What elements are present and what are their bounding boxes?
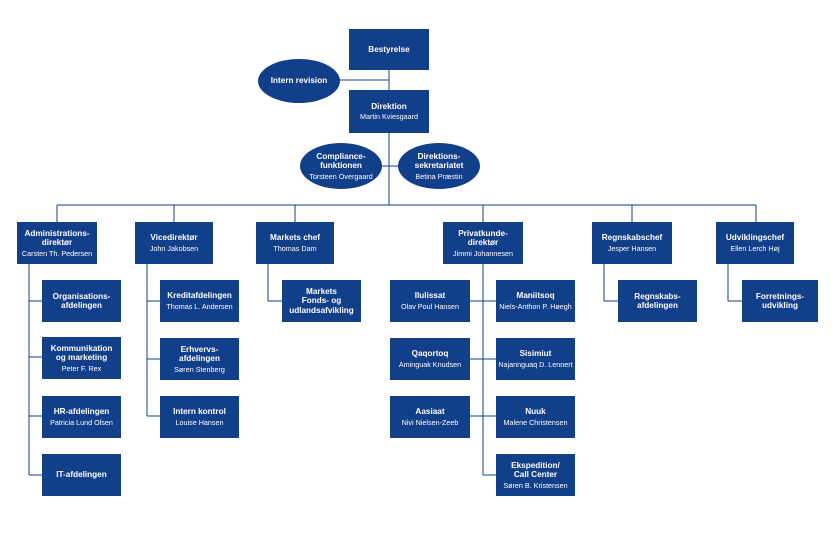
unit-ilulissat: Ilulissat Olav Poul Hansen bbox=[390, 280, 470, 322]
unit-person: Louise Hansen bbox=[175, 417, 224, 427]
unit-person: Søren Stenberg bbox=[174, 364, 225, 374]
unit-business: Erhvervs- afdelingen Søren Stenberg bbox=[160, 338, 239, 380]
dept-accounting: Regnskabschef Jesper Hansen bbox=[592, 222, 672, 264]
management-title: Direktion bbox=[371, 101, 407, 111]
unit-credit: Kreditafdelingen Thomas L. Andersen bbox=[160, 280, 239, 322]
unit-title: Erhvervs- afdelingen bbox=[179, 344, 220, 364]
dept-person: John Jakobsen bbox=[149, 243, 199, 253]
unit-person: Najannguaq D. Lennert bbox=[498, 359, 573, 369]
dept-title: Privatkunde- direktør bbox=[458, 228, 508, 248]
dept-title: Markets chef bbox=[269, 233, 321, 243]
unit-title: IT-afdelingen bbox=[56, 470, 107, 480]
dept-vice: Vicedirektør John Jakobsen bbox=[135, 222, 213, 264]
unit-title: Qaqortoq bbox=[411, 349, 449, 359]
unit-sisimiut: Sisimiut Najannguaq D. Lennert bbox=[496, 338, 575, 380]
unit-person: Søren B. Kristensen bbox=[503, 480, 568, 490]
unit-business-development: Forretnings- udvikling bbox=[742, 280, 818, 322]
unit-person: Niels-Anthon P. Høegh bbox=[499, 301, 572, 311]
dept-person: Jimmi Johannesen bbox=[453, 248, 513, 258]
management-person: Martin Kviesgaard bbox=[360, 112, 418, 122]
dept-person: Thomas Dam bbox=[273, 243, 317, 253]
dept-title: Regnskabschef bbox=[601, 233, 663, 243]
unit-it: IT-afdelingen bbox=[42, 454, 121, 496]
dept-development: Udviklingschef Ellen Lerch Høj bbox=[716, 222, 794, 264]
unit-title: Forretnings- udvikling bbox=[755, 291, 805, 311]
unit-person: Thomas L. Andersen bbox=[166, 301, 233, 311]
compliance-person: Torsteen Overgaard bbox=[309, 171, 373, 181]
dept-administration: Administrations- direktør Carsten Th. Pe… bbox=[17, 222, 97, 264]
unit-title: Maniitsoq bbox=[516, 291, 555, 301]
dept-person: Carsten Th. Pedersen bbox=[21, 248, 93, 258]
unit-title: Aasiaat bbox=[415, 407, 445, 417]
unit-maniitsoq: Maniitsoq Niels-Anthon P. Høegh bbox=[496, 280, 575, 322]
unit-qaqortoq: Qaqortoq Aminguak Knudsen bbox=[390, 338, 470, 380]
dept-title: Vicedirektør bbox=[150, 233, 198, 243]
unit-title: Intern kontrol bbox=[173, 407, 226, 417]
unit-title: Organisations- afdelingen bbox=[52, 291, 111, 311]
unit-aasiaat: Aasiaat Nivi Nielsen-Zeeb bbox=[390, 396, 470, 438]
dept-title: Udviklingschef bbox=[725, 233, 785, 243]
dept-private: Privatkunde- direktør Jimmi Johannesen bbox=[443, 222, 523, 264]
dept-person: Ellen Lerch Høj bbox=[730, 243, 780, 253]
dept-person: Jesper Hansen bbox=[607, 243, 657, 253]
unit-title: Ilulissat bbox=[414, 291, 446, 301]
unit-expedition-callcenter: Ekspedition/ Call Center Søren B. Kriste… bbox=[496, 454, 575, 496]
unit-person: Peter F. Rex bbox=[61, 363, 102, 373]
unit-title: Kreditafdelingen bbox=[167, 291, 232, 301]
board-title: Bestyrelse bbox=[368, 44, 410, 54]
unit-markets-settlement: Markets Fonds- og udlandsafvikling bbox=[282, 280, 361, 322]
unit-title: Sisimiut bbox=[519, 349, 552, 359]
unit-person: Nivi Nielsen-Zeeb bbox=[401, 417, 459, 427]
unit-person: Aminguak Knudsen bbox=[398, 359, 462, 369]
management-box: Direktion Martin Kviesgaard bbox=[349, 90, 429, 133]
unit-nuuk: Nuuk Malene Christensen bbox=[496, 396, 575, 438]
unit-accounting: Regnskabs- afdelingen bbox=[618, 280, 697, 322]
unit-hr: HR-afdelingen Patricia Lund Olsen bbox=[42, 396, 121, 438]
audit-title: Intern revision bbox=[270, 76, 328, 86]
compliance-title: Compliance- funktionen bbox=[316, 151, 366, 171]
secretariat-title: Direktions- sekretariatet bbox=[414, 151, 464, 171]
secretariat-oval: Direktions- sekretariatet Betina Præstin bbox=[398, 143, 480, 189]
audit-oval: Intern revision bbox=[258, 59, 340, 103]
unit-organisation: Organisations- afdelingen bbox=[42, 280, 121, 322]
unit-title: HR-afdelingen bbox=[53, 407, 110, 417]
unit-title: Markets Fonds- og udlandsafvikling bbox=[289, 286, 354, 315]
dept-title: Administrations- direktør bbox=[24, 228, 90, 248]
unit-internal-control: Intern kontrol Louise Hansen bbox=[160, 396, 239, 438]
compliance-oval: Compliance- funktionen Torsteen Overgaar… bbox=[300, 143, 382, 189]
unit-title: Kommunikation og marketing bbox=[50, 343, 113, 363]
board-box: Bestyrelse bbox=[349, 29, 429, 70]
unit-title: Regnskabs- afdelingen bbox=[634, 291, 681, 311]
unit-person: Patricia Lund Olsen bbox=[50, 417, 113, 427]
secretariat-person: Betina Præstin bbox=[415, 171, 463, 181]
unit-person: Malene Christensen bbox=[503, 417, 568, 427]
unit-title: Ekspedition/ Call Center bbox=[511, 460, 560, 480]
unit-person: Olav Poul Hansen bbox=[401, 301, 459, 311]
unit-communication: Kommunikation og marketing Peter F. Rex bbox=[42, 337, 121, 379]
dept-markets: Markets chef Thomas Dam bbox=[256, 222, 334, 264]
unit-title: Nuuk bbox=[525, 407, 546, 417]
